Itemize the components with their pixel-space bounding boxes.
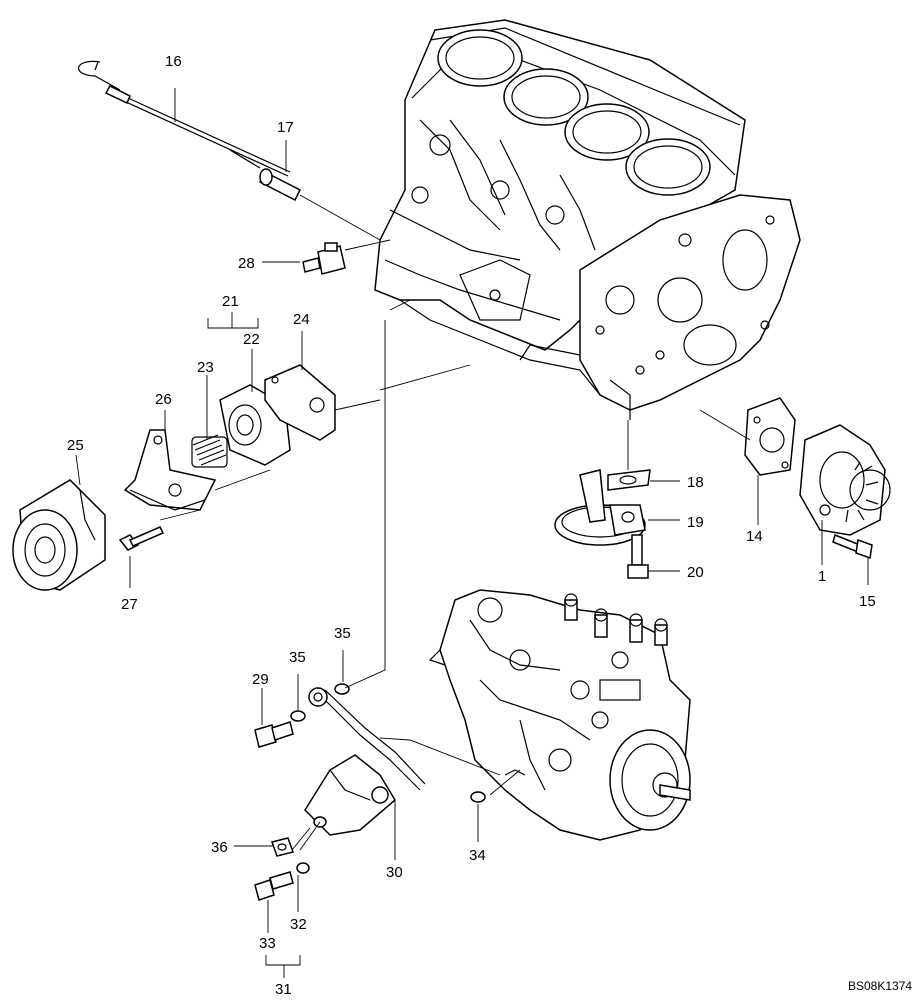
washer-32 (296, 862, 310, 874)
callout-22: 22 (243, 331, 260, 348)
oil-pressure-switch (302, 242, 346, 275)
oil-dipstick (77, 60, 291, 177)
callout-18: 18 (687, 474, 704, 491)
callout-35-lower: 35 (289, 649, 306, 666)
callout-23: 23 (197, 359, 214, 376)
strainer-bolt (627, 534, 649, 579)
dipstick-tube (258, 168, 302, 202)
oil-filter (12, 479, 106, 591)
callout-20: 20 (687, 564, 704, 581)
bolt (118, 526, 165, 551)
callout-34: 34 (469, 847, 486, 864)
callout-32: 32 (290, 916, 307, 933)
callout-19: 19 (687, 514, 704, 531)
strainer-gasket (607, 469, 651, 491)
callout-35-upper: 35 (334, 625, 351, 642)
oil-pump (799, 424, 891, 536)
callout-25: 25 (67, 437, 84, 454)
callout-31: 31 (275, 981, 292, 998)
callout-1: 1 (818, 568, 826, 585)
callout-30: 30 (386, 864, 403, 881)
callout-14: 14 (746, 528, 763, 545)
banjo-bolt (254, 721, 294, 748)
nut (271, 837, 294, 857)
bolt-33 (254, 871, 294, 901)
callout-26: 26 (155, 391, 172, 408)
callout-24: 24 (293, 311, 310, 328)
pump-gasket (744, 397, 796, 476)
washer-35a (290, 710, 306, 722)
washer-35b (334, 683, 350, 695)
assembly-lines (75, 88, 869, 978)
oil-pipe (304, 687, 426, 836)
callout-16: 16 (165, 53, 182, 70)
relief-spring (191, 434, 228, 468)
diagram-code: BS08K1374 (848, 979, 912, 993)
pump-bolt (832, 533, 873, 560)
callout-labels: 16 17 28 21 22 23 24 26 25 27 18 19 20 1… (67, 53, 912, 998)
callout-15: 15 (859, 593, 876, 610)
callout-33: 33 (259, 935, 276, 952)
callout-28: 28 (238, 255, 255, 272)
oil-strainer (554, 469, 646, 546)
gasket (264, 364, 336, 441)
callout-17: 17 (277, 119, 294, 136)
callout-36: 36 (211, 839, 228, 856)
callout-29: 29 (252, 671, 269, 688)
washer-34 (470, 791, 486, 803)
engine-block (374, 19, 801, 420)
callout-27: 27 (121, 596, 138, 613)
callout-21: 21 (222, 293, 239, 310)
fuel-injection-pump (428, 589, 691, 841)
